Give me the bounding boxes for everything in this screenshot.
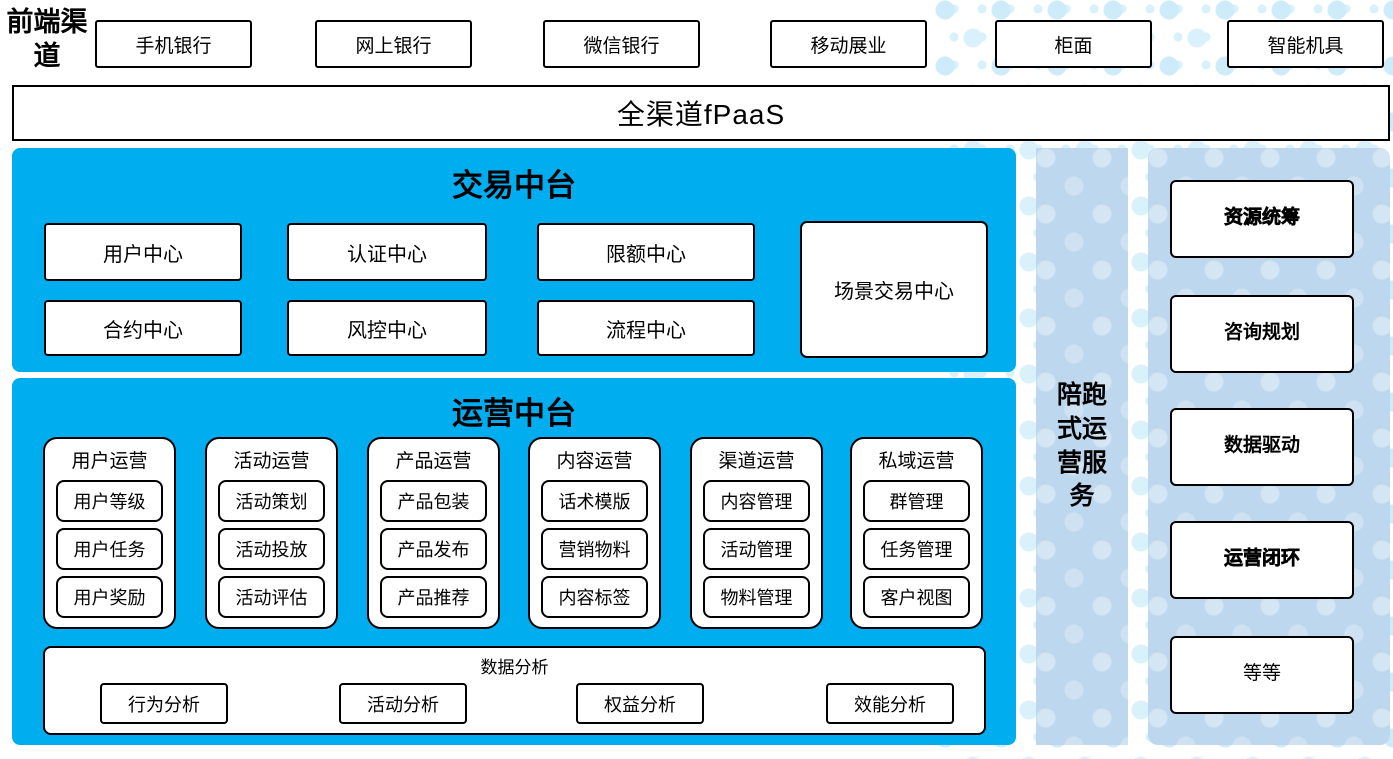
resource-coordination-box: 资源统筹 — [1170, 180, 1354, 258]
channel-box-smart-devices: 智能机具 — [1227, 20, 1384, 68]
op-item: 物料管理 — [703, 576, 810, 618]
trade-platform-title: 交易中台 — [452, 168, 576, 203]
behavior-analysis-box: 行为分析 — [100, 683, 228, 724]
auth-center-box: 认证中心 — [287, 223, 487, 281]
activity-analysis-box: 活动分析 — [339, 683, 467, 724]
column-channel-operation: 渠道运营 内容管理 活动管理 物料管理 — [690, 437, 823, 629]
channel-box-online-banking: 网上银行 — [315, 20, 472, 68]
process-center-box: 流程中心 — [537, 300, 755, 356]
data-analysis-title: 数据分析 — [480, 658, 549, 677]
op-item: 话术模版 — [541, 480, 648, 522]
user-center-box: 用户中心 — [44, 223, 242, 281]
operation-closed-loop-box: 运营闭环 — [1170, 521, 1354, 599]
op-item: 用户任务 — [56, 528, 163, 570]
operation-platform-section: 运营中台 用户运营 用户等级 用户任务 用户奖励 活动运营 活动策划 活动投放 … — [12, 378, 1016, 745]
data-driven-box: 数据驱动 — [1170, 408, 1354, 486]
column-content-operation: 内容运营 话术模版 营销物料 内容标签 — [528, 437, 661, 629]
column-activity-operation: 活动运营 活动策划 活动投放 活动评估 — [205, 437, 338, 629]
op-item: 活动评估 — [218, 576, 325, 618]
column-title: 私域运营 — [878, 451, 955, 472]
op-item: 任务管理 — [863, 528, 970, 570]
op-item: 用户等级 — [56, 480, 163, 522]
channel-box-counter: 柜面 — [995, 20, 1152, 68]
column-title: 渠道运营 — [718, 451, 795, 472]
op-item: 用户奖励 — [56, 576, 163, 618]
op-item: 活动管理 — [703, 528, 810, 570]
column-private-domain-operation: 私域运营 群管理 任务管理 客户视图 — [850, 437, 983, 629]
op-item: 产品发布 — [380, 528, 487, 570]
service-panel: 资源统筹 咨询规划 数据驱动 运营闭环 等等 — [1148, 148, 1390, 745]
trade-platform-section: 交易中台 用户中心 认证中心 限额中心 合约中心 风控中心 流程中心 场景交易中… — [12, 148, 1016, 372]
efficiency-analysis-box: 效能分析 — [826, 683, 954, 724]
omnichannel-fpaas-bar: 全渠道fPaaS — [12, 85, 1390, 141]
op-item: 营销物料 — [541, 528, 648, 570]
op-item: 群管理 — [863, 480, 970, 522]
column-title: 活动运营 — [233, 451, 310, 472]
channel-box-wechat-banking: 微信银行 — [543, 20, 700, 68]
consulting-planning-box: 咨询规划 — [1170, 295, 1354, 373]
benefit-analysis-box: 权益分析 — [576, 683, 704, 724]
scenario-trade-center-box: 场景交易中心 — [800, 221, 988, 358]
operation-platform-title: 运营中台 — [452, 396, 576, 431]
op-item: 内容管理 — [703, 480, 810, 522]
column-product-operation: 产品运营 产品包装 产品发布 产品推荐 — [367, 437, 500, 629]
accompanying-service-label: 陪跑式运营服务 — [1056, 381, 1107, 511]
column-user-operation: 用户运营 用户等级 用户任务 用户奖励 — [43, 437, 176, 629]
channel-box-mobile-sales: 移动展业 — [770, 20, 927, 68]
channel-box-mobile-banking: 手机银行 — [95, 20, 252, 68]
op-item: 活动策划 — [218, 480, 325, 522]
risk-center-box: 风控中心 — [287, 300, 487, 356]
op-item: 客户视图 — [863, 576, 970, 618]
quota-center-box: 限额中心 — [537, 223, 755, 281]
frontend-channels-label: 前端渠道 — [6, 7, 88, 71]
op-item: 产品包装 — [380, 480, 487, 522]
op-item: 活动投放 — [218, 528, 325, 570]
op-item: 内容标签 — [541, 576, 648, 618]
column-title: 内容运营 — [556, 451, 633, 472]
etc-box: 等等 — [1170, 636, 1354, 714]
op-item: 产品推荐 — [380, 576, 487, 618]
column-title: 用户运营 — [71, 451, 148, 472]
contract-center-box: 合约中心 — [44, 300, 242, 356]
accompanying-service-bar: 陪跑式运营服务 — [1036, 148, 1128, 745]
data-analysis-container: 数据分析 行为分析 活动分析 权益分析 效能分析 — [43, 646, 986, 735]
column-title: 产品运营 — [395, 451, 472, 472]
